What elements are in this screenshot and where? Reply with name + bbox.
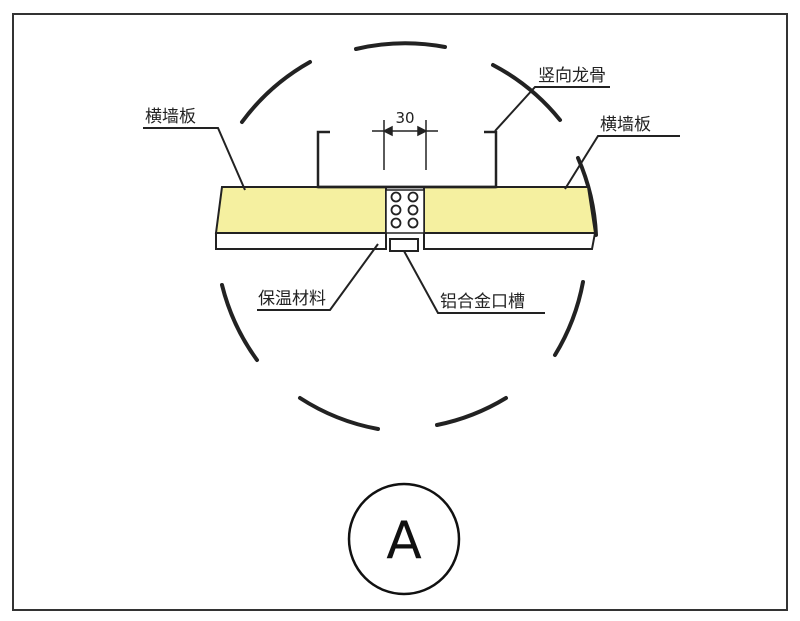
leader-lines — [143, 86, 680, 314]
panel-left-base — [215, 232, 387, 250]
panel-left-yellow — [214, 186, 387, 234]
panel-right-base — [423, 232, 597, 250]
detail-circle — [220, 41, 598, 431]
dimension-30 — [372, 120, 438, 170]
dimension-label: 30 — [395, 109, 414, 127]
label-aluminum-slot: 铝合金口槽 — [440, 292, 525, 312]
insulation-block — [385, 189, 425, 234]
aluminum-slot — [389, 238, 419, 252]
detail-marker-letter: A — [386, 511, 422, 571]
label-vertical-keel: 竖向龙骨 — [538, 66, 606, 86]
label-panel-left: 横墙板 — [145, 107, 196, 127]
label-panel-right: 横墙板 — [600, 115, 651, 135]
label-insulation: 保温材料 — [258, 289, 326, 309]
panel-right-yellow — [423, 186, 597, 234]
outer-frame — [12, 13, 788, 611]
vertical-keel-channel — [316, 130, 498, 189]
detail-marker-circle — [347, 482, 461, 596]
